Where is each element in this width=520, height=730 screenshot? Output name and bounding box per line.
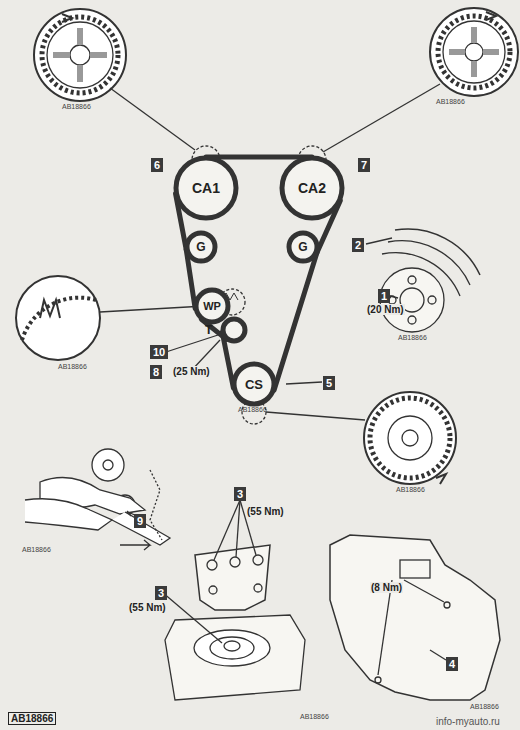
pulley-label: WP [203, 300, 221, 312]
torque-value: (55 Nm) [128, 602, 167, 613]
watermark: info-myauto.ru [436, 716, 500, 727]
pulley: CA2 [282, 158, 342, 218]
pulley-label: CA2 [298, 180, 326, 196]
pulley-label: CA1 [192, 180, 220, 196]
pulley: G [289, 233, 317, 261]
callout-number: 3 [155, 586, 167, 600]
torque-value: (55 Nm) [246, 506, 285, 517]
pulley: CA1 [176, 158, 236, 218]
callout-number: 6 [151, 158, 163, 172]
pulley: WP [196, 290, 228, 322]
figure-code: AB18866 [470, 703, 499, 710]
belt-run [206, 155, 312, 160]
figure-code: AB18866 [8, 712, 56, 725]
pulley-label: G [196, 240, 205, 254]
torque-value: (25 Nm) [172, 366, 211, 377]
pulley: T [223, 319, 245, 341]
callout-number: 5 [323, 376, 335, 390]
callout-number: 1 [378, 289, 390, 303]
figure-code: AB18866 [238, 406, 267, 413]
figure-code: AB18866 [398, 334, 427, 341]
pulley-outline [223, 319, 245, 341]
pulley: CS [234, 364, 274, 404]
figure-code: AB18866 [62, 103, 91, 110]
torque-value: (8 Nm) [370, 582, 403, 593]
pulley-label: T [205, 323, 212, 337]
torque-value: (20 Nm) [366, 304, 405, 315]
callout-number: 4 [446, 657, 458, 671]
callout-number: 9 [134, 514, 146, 528]
figure-code: AB18866 [58, 363, 87, 370]
figure-code: AB18866 [436, 98, 465, 105]
callout-number: 10 [150, 345, 168, 359]
callout-number: 8 [150, 365, 162, 379]
figure-code: AB18866 [300, 713, 329, 720]
callout-number: 3 [234, 487, 246, 501]
figure-code: AB18866 [396, 486, 425, 493]
pulley: G [187, 233, 215, 261]
belt-run [274, 251, 317, 390]
pulley-label: CS [245, 377, 263, 392]
callout-number: 2 [352, 238, 364, 252]
callout-number: 7 [358, 158, 370, 172]
pulley-label: G [298, 240, 307, 254]
figure-code: AB18866 [22, 546, 51, 553]
